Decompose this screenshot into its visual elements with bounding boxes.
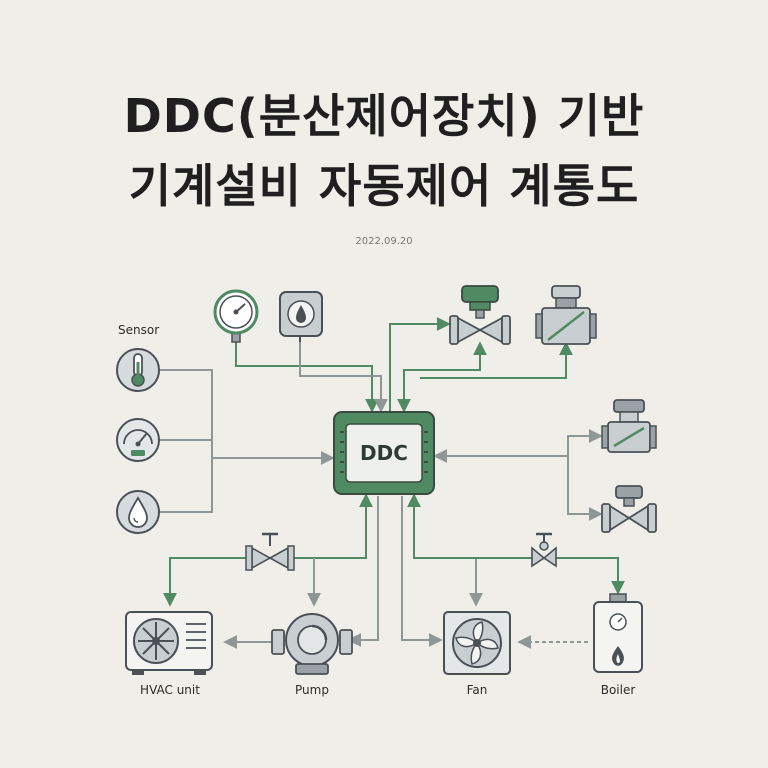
- hvac-unit-icon[interactable]: [125, 611, 213, 675]
- gauge-sensor-icon[interactable]: [116, 418, 160, 462]
- line-humidity-sensor: [158, 458, 213, 513]
- damper-actuator-icon[interactable]: [601, 399, 657, 453]
- boiler-icon[interactable]: [593, 593, 643, 673]
- line-ddc-to-pump: [347, 496, 379, 647]
- line-valve1-to-ddc: [397, 341, 487, 413]
- inline-valve-left-icon[interactable]: [245, 532, 295, 571]
- fan-label: Fan: [467, 683, 488, 697]
- fan-icon[interactable]: [443, 611, 511, 675]
- humidity-sensor-icon[interactable]: [116, 490, 160, 534]
- inline-valve-right-icon[interactable]: [531, 532, 557, 568]
- line-valve2-to-ddc: [420, 341, 573, 379]
- line-pressure-gauge: [235, 340, 379, 413]
- pressure-gauge-icon[interactable]: [213, 289, 259, 343]
- title-line-2: 기계설비 자동제어 계통도: [128, 159, 640, 213]
- line-ddc-to-valve1: [389, 317, 451, 412]
- line-ddc-to-fan: [401, 496, 443, 647]
- line-water-gauge: [299, 342, 388, 413]
- water-gauge-icon[interactable]: [279, 291, 323, 342]
- line-temp-sensor: [158, 369, 213, 458]
- gate-valve-icon[interactable]: [601, 485, 657, 533]
- thermometer-icon[interactable]: [116, 348, 160, 392]
- title-line-1: DDC(분산제어장치) 기반: [123, 89, 645, 143]
- pump-icon[interactable]: [271, 613, 353, 675]
- ddc-label: DDC: [360, 441, 408, 465]
- control-valve-icon[interactable]: [449, 285, 511, 345]
- date-label: 2022.09.20: [355, 236, 413, 247]
- line-ddc-to-boiler: [407, 493, 625, 595]
- hvac-label: HVAC unit: [140, 683, 200, 697]
- sensor-label: Sensor: [118, 323, 159, 337]
- pump-label: Pump: [295, 683, 329, 697]
- boiler-label: Boiler: [601, 683, 636, 697]
- ddc-controller[interactable]: DDC: [333, 411, 435, 495]
- motorized-valve-icon[interactable]: [535, 285, 597, 345]
- line-right-actuators: [567, 429, 603, 521]
